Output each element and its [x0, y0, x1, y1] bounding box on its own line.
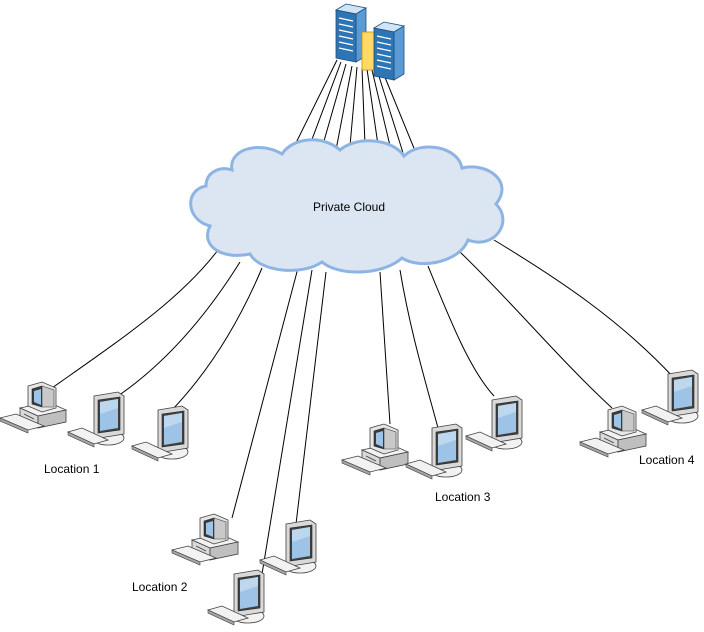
monitor-icon: [131, 405, 189, 462]
monitor-icon: [67, 391, 125, 448]
monitor-icon: [207, 569, 265, 626]
location-3-label: Location 3: [435, 490, 491, 504]
desktop-pc-icon: [0, 381, 67, 434]
location-4-label: Location 4: [639, 453, 695, 467]
location-1-group: Location 1: [0, 381, 189, 476]
monitor-icon: [405, 423, 463, 480]
desktop-pc-icon: [341, 423, 409, 476]
location-4-group: Location 4: [579, 369, 699, 467]
server-cluster-icon: [335, 3, 405, 81]
desktop-pc-icon: [579, 405, 647, 458]
server-connections: [289, 59, 419, 159]
monitor-icon: [465, 395, 523, 452]
location-3-group: Location 3: [341, 395, 523, 504]
location-2-label: Location 2: [132, 580, 188, 594]
private-cloud: Private Cloud: [189, 138, 505, 274]
cloud-label: Private Cloud: [313, 200, 385, 214]
location-2-group: Location 2: [132, 513, 317, 626]
monitor-icon: [259, 519, 317, 576]
client-connections: [51, 239, 675, 575]
location-1-label: Location 1: [44, 462, 100, 476]
desktop-pc-icon: [171, 513, 239, 566]
monitor-icon: [641, 369, 699, 426]
